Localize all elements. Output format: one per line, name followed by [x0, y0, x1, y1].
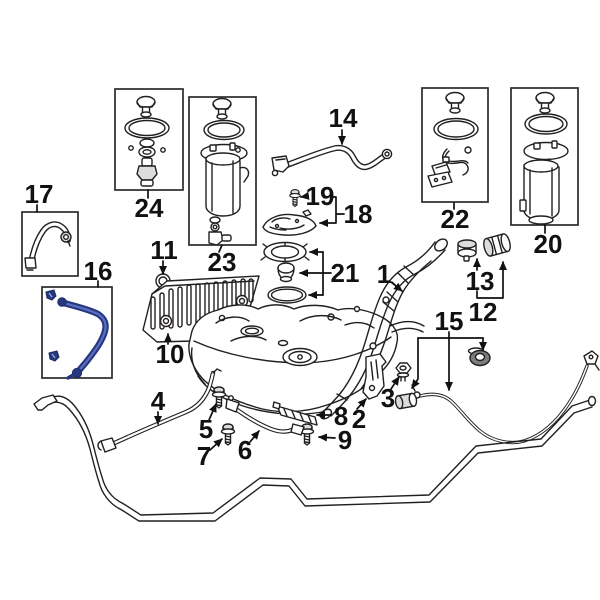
box-part-22 — [421, 87, 489, 203]
part-21-lockring-cap-oring — [260, 241, 310, 304]
callout-11: 11 — [150, 235, 178, 265]
part-15-grommet — [467, 347, 491, 367]
part-18-cover-plate — [262, 209, 317, 236]
part-19-screw — [289, 189, 301, 207]
part-14-vent-hose — [271, 144, 393, 177]
callout-12: 12 — [469, 297, 498, 327]
leader-5 — [208, 403, 217, 421]
part-17-vent-hose — [24, 221, 72, 271]
leader-15 — [411, 337, 420, 389]
leader-1 — [390, 281, 403, 292]
part-20-fuel-pump-module — [519, 91, 569, 225]
callout-8: 8 — [334, 401, 348, 431]
part-15-cushion — [394, 392, 418, 410]
leader-2 — [356, 398, 367, 410]
fuel-feed-pipes — [33, 394, 597, 522]
callout-5: 5 — [199, 414, 213, 444]
callout-23: 23 — [208, 247, 237, 277]
part-22-fuel-sender-kit — [427, 91, 479, 188]
callout-1: 1 — [377, 259, 391, 289]
leader-6 — [249, 430, 260, 443]
part-15-vent-line — [411, 350, 600, 445]
box-part-24 — [114, 88, 184, 191]
leader-19 — [300, 191, 310, 200]
part-3-hex-bolt — [395, 362, 412, 382]
callout-10: 10 — [156, 339, 185, 369]
callout-4: 4 — [151, 386, 166, 416]
callout-22: 22 — [441, 204, 470, 234]
callout-2: 2 — [352, 404, 366, 434]
leader-18 — [319, 196, 337, 227]
part-8-support-bracket — [272, 401, 318, 426]
leader-12 — [476, 261, 507, 299]
callout-19: 19 — [306, 181, 335, 211]
callout-16: 16 — [84, 256, 113, 286]
callout-13: 13 — [466, 266, 495, 296]
leader-23 — [218, 244, 223, 253]
part-2-tank-bracket — [362, 353, 387, 400]
callout-21: 21 — [331, 258, 360, 288]
part-13-valve-cap — [457, 239, 477, 262]
leader-9 — [318, 433, 336, 442]
part-4-tank-strap — [97, 368, 222, 453]
box-part-17 — [21, 211, 79, 277]
part-23-fuel-pump-module — [200, 97, 250, 246]
callout-14: 14 — [329, 103, 358, 133]
callout-6: 6 — [238, 435, 252, 465]
callout-9: 9 — [338, 425, 352, 455]
callout-20: 20 — [534, 229, 563, 259]
part-16-highlighted-hose — [45, 289, 109, 380]
leader-3 — [390, 376, 400, 390]
callout-15: 15 — [435, 306, 464, 336]
callout-18: 18 — [344, 199, 373, 229]
part-7-bolt — [220, 423, 236, 446]
callout-24: 24 — [135, 193, 164, 223]
part-12-pipe-clamp — [483, 233, 511, 257]
part-1-filler-pipe — [319, 238, 448, 420]
leader-7 — [209, 438, 223, 451]
fuel-tank — [188, 304, 425, 415]
callout-17: 17 — [25, 179, 54, 209]
part-24-seal-kit — [124, 95, 170, 187]
part-6-tank-strap — [225, 395, 305, 436]
callout-3: 3 — [381, 383, 395, 413]
callout-7: 7 — [197, 441, 211, 471]
